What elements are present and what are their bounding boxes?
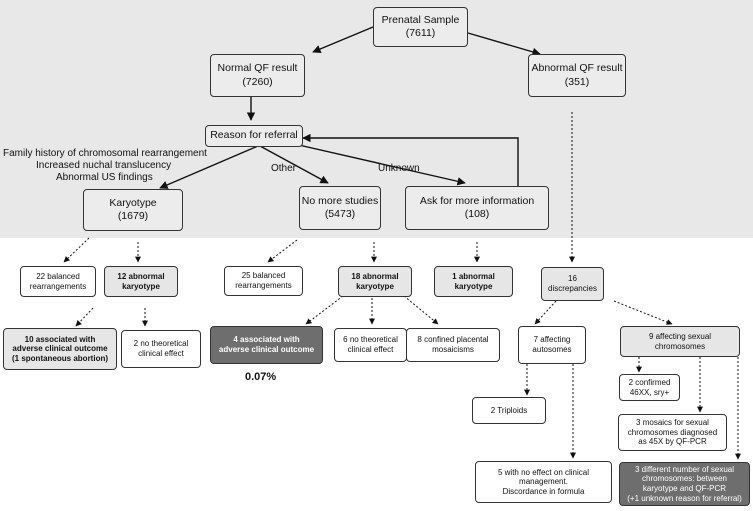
node-n-balanced: 25 balanced rearrangements xyxy=(224,266,303,296)
node-discrepancies: 16 discrepancies xyxy=(541,267,604,301)
node-k-no-effect: 2 no theoretical clinical effect xyxy=(121,330,201,368)
node-autosomes: 7 affecting autosomes xyxy=(518,326,586,364)
label-family-history: Family history of chromosomal rearrangem… xyxy=(3,148,207,159)
node-reason-for-referral: Reason for referral xyxy=(205,125,303,147)
node-k-balanced: 22 balanced rearrangements xyxy=(20,266,96,297)
node-no-more-studies: No more studies (5473) xyxy=(299,186,381,230)
label-other: Other xyxy=(271,163,297,174)
node-ask-more-info: Ask for more information (108) xyxy=(405,186,549,230)
percent-label: 0.07% xyxy=(245,371,277,383)
node-abnormal-qf: Abnormal QF result (351) xyxy=(528,54,626,97)
node-karyotype: Karyotype (1679) xyxy=(83,189,183,231)
label-us-findings: Abnormal US findings xyxy=(56,172,153,183)
node-confirmed: 2 confirmed 46XX, sry+ xyxy=(619,374,680,401)
node-n-abnormal: 18 abnormal karyotype xyxy=(338,266,412,297)
node-no-effect-management: 5 with no effect on clinical management.… xyxy=(475,461,612,503)
node-different: 3 different number of sexual chromosomes… xyxy=(619,462,750,506)
node-n-adverse: 4 associated with adverse clinical outco… xyxy=(210,326,323,364)
node-n-no-effect: 6 no theoretical clinical effect xyxy=(334,328,407,362)
node-k-adverse: 10 associated with adverse clinical outc… xyxy=(3,328,117,370)
node-k-abnormal: 12 abnormal karyotype xyxy=(104,266,178,297)
node-triploids: 2 Triploids xyxy=(472,397,546,424)
node-prenatal-sample: Prenatal Sample (7611) xyxy=(373,7,468,47)
node-sexual: 9 affecting sexual chromosomes xyxy=(620,326,740,357)
node-a-abnormal: 1 abnormal karyotype xyxy=(434,266,513,297)
node-mosaics: 3 mosaics for sexual chromosomes diagnos… xyxy=(618,414,727,451)
node-normal-qf: Normal QF result (7260) xyxy=(210,54,305,97)
label-nuchal: Increased nuchal translucency xyxy=(36,160,172,171)
label-unknown: Unknown xyxy=(378,163,420,174)
node-n-placental: 8 confined placental mosaicisms xyxy=(406,328,500,362)
